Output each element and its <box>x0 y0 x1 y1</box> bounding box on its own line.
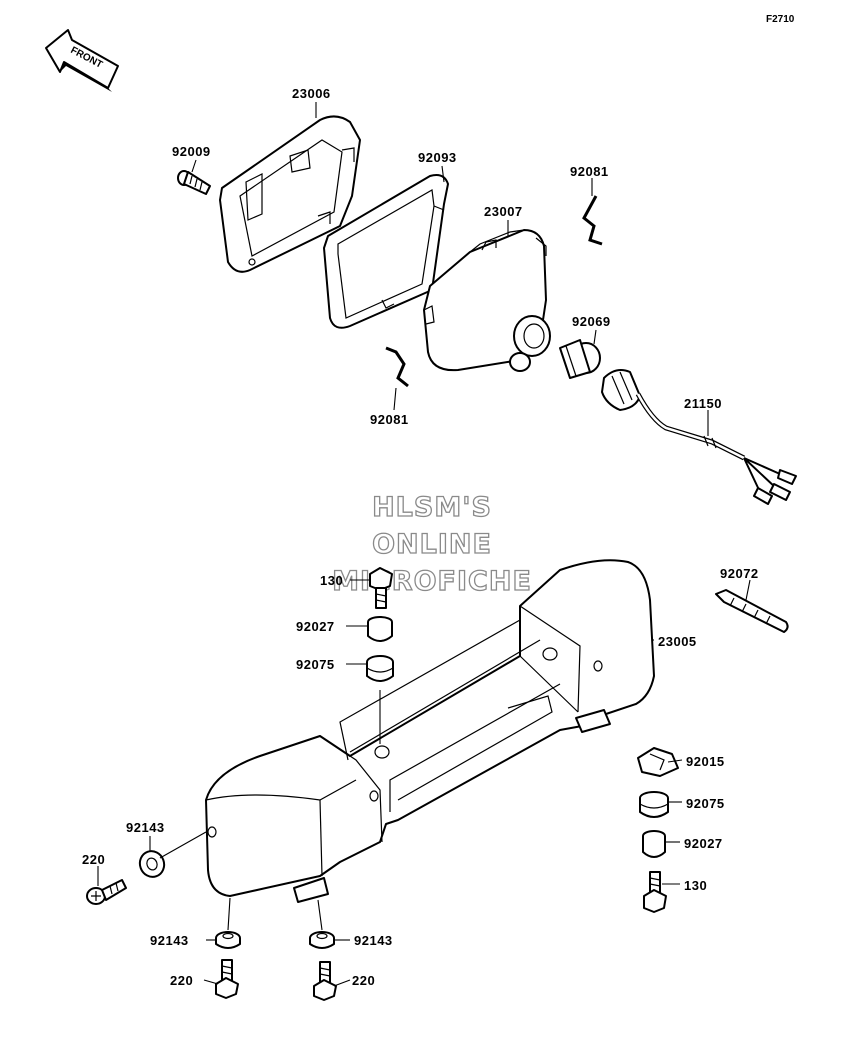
strap-92072 <box>715 589 789 633</box>
grommet-92075-top <box>366 655 394 682</box>
label-92072: 92072 <box>720 566 759 581</box>
screw-220-bottom-left <box>215 959 239 999</box>
grommet-92143-bottom-left <box>215 931 241 949</box>
watermark-line-2: ONLINE <box>372 529 492 560</box>
socket-wire-21150 <box>601 369 797 505</box>
leader-lines <box>97 102 751 987</box>
label-92015: 92015 <box>686 754 725 769</box>
label-92075-right: 92075 <box>686 796 725 811</box>
label-130-top: 130 <box>320 573 343 588</box>
label-92009: 92009 <box>172 144 211 159</box>
label-92027-top: 92027 <box>296 619 335 634</box>
label-23006: 23006 <box>292 86 331 101</box>
nut-92015 <box>637 747 679 777</box>
headlight-housing-23007 <box>423 229 551 372</box>
label-23005: 23005 <box>658 634 697 649</box>
screw-220-bottom-right <box>313 961 337 1001</box>
grommet-92075-right <box>639 791 669 818</box>
watermark: HLSM'S ONLINE MICROFICHE <box>331 491 532 597</box>
figure-code: F2710 <box>766 14 795 25</box>
headlight-rim-23006 <box>219 115 361 273</box>
label-92069: 92069 <box>572 314 611 329</box>
label-92143-bottom-left: 92143 <box>150 933 189 948</box>
label-220-left: 220 <box>82 852 105 867</box>
label-220-bottom-right: 220 <box>352 973 375 988</box>
collar-92027-right <box>642 830 666 858</box>
label-21150: 21150 <box>684 396 722 411</box>
label-92075-top: 92075 <box>296 657 335 672</box>
label-220-bottom-left: 220 <box>170 973 193 988</box>
label-92143-left: 92143 <box>126 820 165 835</box>
label-130-right: 130 <box>684 878 707 893</box>
bolt-130-top <box>369 567 393 609</box>
screw-92009 <box>177 170 211 195</box>
label-92093: 92093 <box>418 150 457 165</box>
bolt-130-right <box>643 871 667 913</box>
bracket-23005 <box>205 559 655 903</box>
label-92143-bottom-right: 92143 <box>354 933 393 948</box>
label-92027-right: 92027 <box>684 836 723 851</box>
front-arrow-icon: FRONT <box>45 29 119 92</box>
grommet-92143-bottom-right <box>309 931 335 949</box>
collar-92027-top <box>367 616 393 642</box>
watermark-line-1: HLSM'S <box>372 492 492 523</box>
grommet-92143-left <box>138 850 166 878</box>
watermark-line-3: MICROFICHE <box>332 566 532 597</box>
screw-220-left <box>86 879 127 905</box>
clip-92081-bottom <box>385 346 409 388</box>
label-92081-bottom: 92081 <box>370 412 409 427</box>
label-92081-top: 92081 <box>570 164 609 179</box>
label-23007: 23007 <box>484 204 523 219</box>
bulb-92069 <box>559 339 601 379</box>
clip-92081-top <box>582 195 603 246</box>
